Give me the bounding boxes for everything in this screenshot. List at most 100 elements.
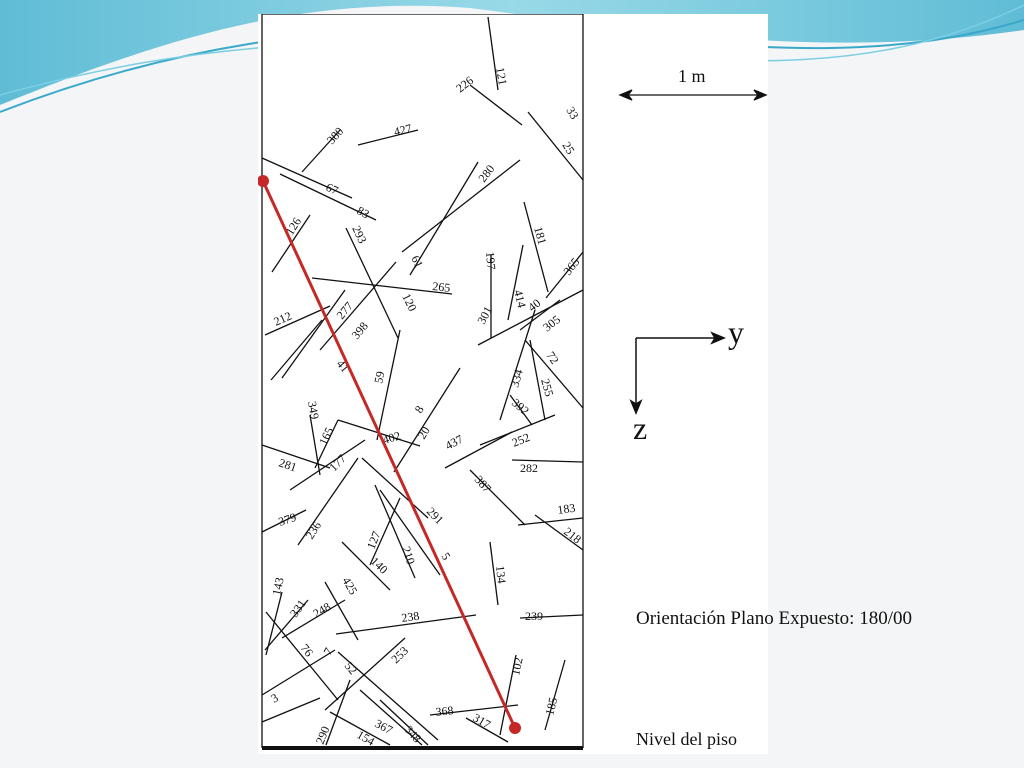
- fracture-label: 265: [432, 279, 451, 295]
- y-axis-arrowhead: [710, 331, 726, 345]
- fracture-trace: [376, 329, 401, 441]
- fracture-trace: [289, 439, 366, 491]
- fracture-label: 59: [371, 370, 387, 385]
- fracture-trace: [301, 129, 341, 173]
- fracture-label: 427: [392, 121, 413, 139]
- fracture-trace: [311, 277, 453, 295]
- fracture-label: 154: [355, 727, 378, 748]
- fracture-label: 367: [373, 716, 395, 737]
- fracture-trace: [369, 497, 401, 566]
- fracture-label: 177: [326, 451, 349, 474]
- fracture-trace: [329, 711, 391, 746]
- fracture-label: 3: [269, 690, 281, 705]
- fracture-trace: [509, 394, 533, 426]
- fracture-label: 143: [269, 576, 286, 597]
- scale-bar-right-arrow: [753, 89, 768, 101]
- scanline-trace: [261, 180, 517, 729]
- fracture-trace: [507, 244, 524, 321]
- fracture-trace: [429, 704, 519, 716]
- fracture-traces: [261, 16, 584, 746]
- fracture-trace: [379, 699, 429, 746]
- fracture-label: 425: [339, 575, 360, 598]
- scale-bar: [618, 89, 768, 101]
- fracture-map: 121 226 33 25 380 427 67 83 280 126 293 …: [258, 14, 768, 750]
- axis-z-label: z: [633, 410, 648, 446]
- fracture-trace: [337, 651, 439, 741]
- fracture-label: 121: [493, 66, 510, 86]
- fracture-trace: [261, 697, 321, 723]
- scanline-start-point: [258, 175, 269, 187]
- fracture-label: 290: [313, 724, 333, 746]
- fracture-label: 317: [471, 710, 494, 731]
- fracture-label: 20: [415, 424, 433, 442]
- fracture-trace: [489, 541, 499, 606]
- axes-indicator: [629, 331, 726, 415]
- fracture-trace: [545, 251, 584, 299]
- fracture-label: 255: [538, 377, 556, 398]
- fracture-label: 277: [334, 299, 356, 322]
- fracture-trace: [519, 614, 584, 619]
- fracture-label: 134: [493, 565, 509, 584]
- fracture-trace: [479, 414, 556, 446]
- fracture-label: 293: [349, 223, 369, 245]
- z-axis-arrowhead: [629, 399, 643, 415]
- fracture-label: 52: [342, 659, 360, 677]
- fracture-label: 238: [400, 609, 420, 625]
- fracture-trace: [499, 654, 517, 736]
- fracture-trace: [261, 649, 336, 696]
- scanline: [258, 175, 521, 734]
- fracture-trace: [444, 431, 513, 469]
- fracture-label: 301: [474, 304, 495, 326]
- fracture-trace: [265, 591, 283, 656]
- fracture-label: 165: [316, 425, 336, 447]
- fracture-label: 334: [507, 368, 525, 389]
- fracture-trace: [469, 469, 526, 526]
- fracture-trace: [527, 111, 584, 181]
- fracture-label: 281: [277, 456, 298, 475]
- fracture-label: 120: [399, 291, 419, 313]
- fracture-label: 282: [520, 461, 538, 475]
- scanline-end-point: [509, 722, 521, 734]
- fracture-label: 365: [560, 255, 582, 278]
- fracture-trace: [511, 459, 584, 463]
- fracture-trace: [335, 614, 477, 635]
- fracture-trace: [374, 484, 416, 579]
- fracture-trace: [324, 581, 359, 641]
- fracture-label: 33: [563, 104, 581, 122]
- fracture-trace: [477, 289, 584, 346]
- scale-bar-left-arrow: [618, 89, 633, 101]
- fracture-label: 236: [303, 519, 324, 542]
- fracture-label: 5: [439, 550, 454, 563]
- fracture-trace: [359, 689, 423, 746]
- fracture-trace: [261, 509, 307, 533]
- fracture-trace: [309, 414, 321, 476]
- fracture-label: 8: [412, 403, 427, 416]
- fracture-trace: [401, 159, 521, 253]
- fracture-label: 140: [368, 554, 391, 577]
- fracture-trace: [265, 611, 339, 701]
- fracture-label: 348: [402, 723, 424, 746]
- fracture-trace: [409, 161, 479, 276]
- fracture-trace: [529, 339, 546, 421]
- fracture-trace: [261, 444, 331, 469]
- fracture-label: 331: [287, 597, 309, 620]
- fracture-label: 398: [349, 319, 371, 342]
- fracture-trace: [281, 599, 346, 639]
- fracture-trace: [281, 289, 346, 379]
- fracture-trace: [379, 489, 441, 576]
- fracture-trace: [264, 305, 331, 336]
- fracture-label: 218: [561, 524, 584, 546]
- fracture-trace: [524, 339, 584, 409]
- scale-label: 1 m: [678, 66, 706, 86]
- fracture-label: 102: [508, 656, 525, 677]
- fracture-label: 183: [556, 501, 576, 517]
- fracture-label: 437: [443, 432, 465, 453]
- fracture-trace: [345, 227, 399, 339]
- fracture-trace: [534, 514, 584, 551]
- fracture-label: 305: [540, 312, 563, 334]
- fracture-trace: [325, 679, 351, 746]
- fracture-label: 7: [320, 645, 335, 657]
- fracture-label: 226: [453, 73, 476, 95]
- axis-y-label: y: [728, 314, 744, 350]
